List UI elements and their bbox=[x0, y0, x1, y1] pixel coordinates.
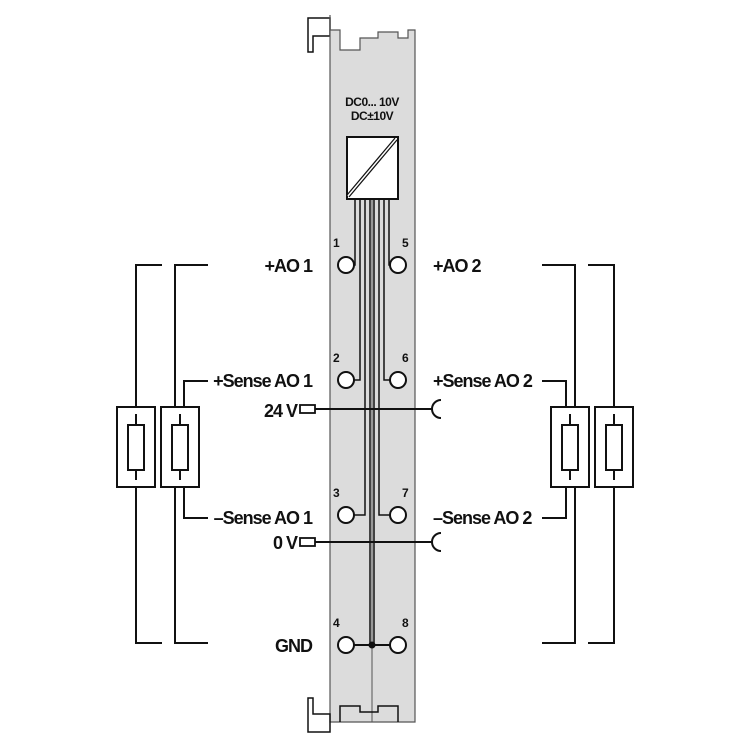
terminal-number: 6 bbox=[402, 351, 409, 365]
label-sense-ao2-plus: +Sense AO 2 bbox=[433, 371, 533, 391]
terminal-number: 4 bbox=[333, 616, 340, 630]
label-0v: 0 V bbox=[273, 533, 298, 553]
terminal-8[interactable] bbox=[389, 636, 407, 654]
range-label-1: DC0... 10V bbox=[345, 95, 399, 109]
terminals bbox=[337, 256, 407, 654]
label-ao1: +AO 1 bbox=[264, 256, 313, 276]
terminal-number: 5 bbox=[402, 236, 409, 250]
socket-icon bbox=[431, 399, 442, 419]
label-sense-ao2-minus: –Sense AO 2 bbox=[433, 508, 532, 528]
terminal-5[interactable] bbox=[389, 256, 407, 274]
label-sense-ao1-minus: –Sense AO 1 bbox=[214, 508, 313, 528]
terminal-number: 3 bbox=[333, 486, 340, 500]
plug-icon bbox=[299, 404, 316, 414]
plug-icon bbox=[299, 537, 316, 547]
terminal-2[interactable] bbox=[337, 371, 355, 389]
terminal-1[interactable] bbox=[337, 256, 355, 274]
label-24v: 24 V bbox=[264, 401, 298, 421]
label-ao2: +AO 2 bbox=[433, 256, 482, 276]
terminal-6[interactable] bbox=[389, 371, 407, 389]
terminal-number: 7 bbox=[402, 486, 409, 500]
terminal-7[interactable] bbox=[389, 506, 407, 524]
terminal-number: 2 bbox=[333, 351, 340, 365]
terminal-number: 8 bbox=[402, 616, 409, 630]
converter-icon bbox=[346, 136, 399, 200]
range-label-2: DC±10V bbox=[351, 109, 394, 123]
terminal-3[interactable] bbox=[337, 506, 355, 524]
terminal-number: 1 bbox=[333, 236, 340, 250]
label-sense-ao1-plus: +Sense AO 1 bbox=[213, 371, 313, 391]
terminal-4[interactable] bbox=[337, 636, 355, 654]
load-right bbox=[542, 264, 634, 644]
load-left bbox=[116, 264, 208, 644]
socket-icon bbox=[431, 532, 442, 552]
label-gnd: GND bbox=[275, 636, 313, 656]
